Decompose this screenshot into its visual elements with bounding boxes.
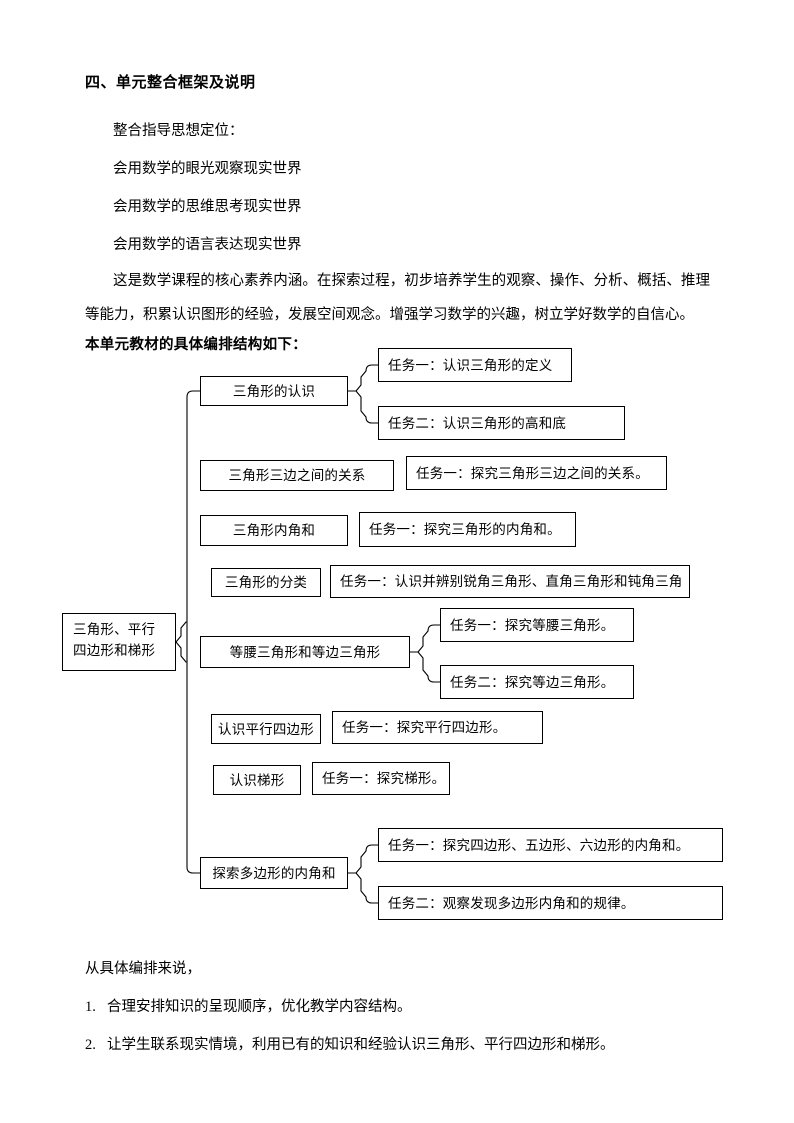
- branch-node-0-label: 三角形的认识: [232, 383, 316, 399]
- b5-task1-elbow: [427, 624, 441, 632]
- branch-0-task-0[interactable]: 任务一：认识三角形的定义: [378, 348, 572, 382]
- diagram-root-node[interactable]: 三角形、平行 四边形和梯形: [62, 613, 176, 671]
- branch-7-task-1[interactable]: 任务二：观察发现多边形内角和的规律。: [378, 886, 723, 920]
- root-brace-upper: [175, 621, 187, 643]
- branch-3-task-0[interactable]: 任务一：认识并辨别锐角三角形、直角三角形和钝角三角: [330, 565, 690, 598]
- body-paragraph-text: 这是数学课程的核心素养内涵。在探索过程，初步培养学生的观察、操作、分析、概括、推…: [85, 273, 710, 323]
- intro-line-2: 会用数学的思维思考现实世界: [113, 199, 302, 215]
- b5-brace-lower: [409, 651, 429, 677]
- branch-node-2[interactable]: 三角形内角和: [200, 515, 348, 546]
- b8-brace-lower: [347, 872, 367, 898]
- tail-item-0-text: 合理安排知识的呈现顺序，优化教学内容结构。: [107, 999, 412, 1015]
- branch-7-task-1-label: 任务二：观察发现多边形内角和的规律。: [388, 895, 635, 911]
- branch-node-1-label: 三角形三边之间的关系: [228, 468, 366, 483]
- root-line-2: 四边形和梯形: [73, 643, 156, 658]
- branch-node-2-label: 三角形内角和: [232, 523, 316, 538]
- intro-line-0: 整合指导思想定位：: [113, 123, 244, 139]
- b1-brace-lower: [347, 390, 367, 418]
- root-brace-lower: [175, 641, 187, 663]
- b8-brace-upper: [347, 850, 367, 874]
- tail-section: 从具体编排来说， 1. 合理安排知识的呈现顺序，优化教学内容结构。 2. 让学生联系…: [85, 950, 710, 1064]
- branch-0-task-1-label: 任务二：认识三角形的高和底: [388, 415, 567, 431]
- branch-7-task-0[interactable]: 任务一：探究四边形、五边形、六边形的内角和。: [378, 828, 723, 862]
- branch-4-task-0-label: 任务一：探究等腰三角形。: [450, 617, 615, 633]
- branch-node-4-label: 等腰三角形和等边三角形: [229, 644, 381, 660]
- tail-item-0-number: 1.: [85, 999, 96, 1015]
- page-title: 四、单元整合框架及说明: [85, 75, 256, 91]
- diagram-connectors: [175, 364, 441, 904]
- tail-item-0: 1. 合理安排知识的呈现顺序，优化教学内容结构。: [85, 988, 710, 1026]
- branch-node-5-label: 认识平行四边形: [218, 721, 314, 737]
- branch-3-task-0-label: 任务一：认识并辨别锐角三角形、直角三角形和钝角三角: [340, 574, 683, 589]
- intro-line-1: 会用数学的眼光观察现实世界: [113, 161, 302, 177]
- b5-brace-upper: [409, 630, 429, 653]
- branch-7-task-0-label: 任务一：探究四边形、五边形、六边形的内角和。: [388, 837, 690, 853]
- tail-item-1-text: 让学生联系现实情境，利用已有的知识和经验认识三角形、平行四边形和梯形。: [107, 1037, 615, 1053]
- b1-task1-elbow: [365, 364, 379, 372]
- branch-node-7-label: 探索多边形的内角和: [212, 865, 336, 881]
- structure-label: 本单元教材的具体编排结构如下：: [85, 337, 307, 353]
- tail-item-1-number: 2.: [85, 1037, 96, 1053]
- branch-node-5[interactable]: 认识平行四边形: [211, 714, 321, 744]
- root-line-1: 三角形、平行: [73, 622, 156, 637]
- spine-bottom-elbow: [186, 866, 201, 874]
- branch-node-1[interactable]: 三角形三边之间的关系: [200, 460, 394, 491]
- b1-brace-upper: [347, 370, 367, 392]
- tail-item-1: 2. 让学生联系现实情境，利用已有的知识和经验认识三角形、平行四边形和梯形。: [85, 1026, 710, 1064]
- branch-5-task-0[interactable]: 任务一：探究平行四边形。: [332, 711, 543, 744]
- branch-node-7[interactable]: 探索多边形的内角和: [200, 857, 348, 889]
- branch-2-task-0[interactable]: 任务一：探究三角形的内角和。: [359, 512, 576, 547]
- branch-4-task-1[interactable]: 任务二：探究等边三角形。: [440, 665, 634, 699]
- branch-node-3-label: 三角形的分类: [224, 575, 308, 590]
- branch-5-task-0-label: 任务一：探究平行四边形。: [342, 720, 507, 735]
- branch-1-task-0-label: 任务一：探究三角形三边之间的关系。: [416, 465, 649, 481]
- branch-4-task-1-label: 任务二：探究等边三角形。: [450, 674, 615, 690]
- intro-section: 四、单元整合框架及说明 整合指导思想定位： 会用数学的眼光观察现实世界 会用数学…: [85, 72, 710, 358]
- branch-0-task-0-label: 任务一：认识三角形的定义: [388, 357, 553, 373]
- b8-task1-elbow: [365, 844, 379, 852]
- branch-node-6-label: 认识梯形: [229, 772, 285, 788]
- branch-node-6[interactable]: 认识梯形: [213, 765, 301, 795]
- branch-node-4[interactable]: 等腰三角形和等边三角形: [200, 636, 410, 668]
- branch-6-task-0[interactable]: 任务一：探究梯形。: [312, 762, 450, 795]
- body-paragraph: 这是数学课程的核心素养内涵。在探索过程，初步培养学生的观察、操作、分析、概括、推…: [85, 264, 710, 332]
- b1-task2-elbow: [365, 416, 379, 424]
- unit-structure-diagram: 三角形、平行 四边形和梯形 三角形的认识 任务一：认识三角形的定义 任务二：认识…: [0, 345, 794, 925]
- branch-1-task-0[interactable]: 任务一：探究三角形三边之间的关系。: [406, 456, 667, 490]
- branch-node-0[interactable]: 三角形的认识: [200, 376, 348, 406]
- b5-task2-elbow: [427, 675, 441, 683]
- intro-line-3: 会用数学的语言表达现实世界: [113, 237, 302, 253]
- b8-task2-elbow: [365, 896, 379, 904]
- spine-top-elbow: [186, 390, 201, 398]
- tail-intro: 从具体编排来说，: [85, 961, 201, 977]
- branch-4-task-0[interactable]: 任务一：探究等腰三角形。: [440, 608, 634, 642]
- branch-node-3[interactable]: 三角形的分类: [211, 568, 321, 597]
- branch-2-task-0-label: 任务一：探究三角形的内角和。: [369, 522, 561, 537]
- branch-0-task-1[interactable]: 任务二：认识三角形的高和底: [378, 406, 625, 440]
- branch-6-task-0-label: 任务一：探究梯形。: [322, 771, 446, 786]
